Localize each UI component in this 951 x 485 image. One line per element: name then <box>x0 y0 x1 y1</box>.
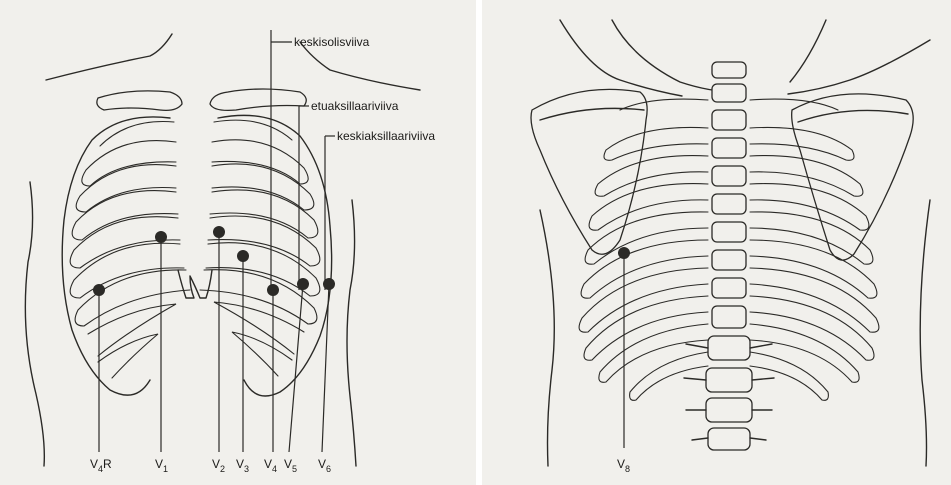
label-v8-sub: 8 <box>625 464 630 474</box>
lead-line-v6 <box>322 284 329 452</box>
back-rib-r7 <box>750 268 879 332</box>
vertebra <box>712 166 746 186</box>
vertebra <box>712 306 746 328</box>
vertebra <box>712 222 746 242</box>
label-v2-sub: 2 <box>220 464 225 474</box>
vertebra <box>712 250 746 270</box>
electrode-v3 <box>237 250 249 262</box>
back-rib-r10 <box>750 352 828 400</box>
label-v8: V8 <box>617 457 630 474</box>
back-body-outline-left <box>540 210 554 466</box>
rib-l9 <box>232 332 292 376</box>
back-rib-l9 <box>599 324 708 382</box>
vertebra <box>712 62 746 78</box>
label-v4-sub: 4 <box>272 464 277 474</box>
mid-axillary-line-label: keskiaksillaariviiva <box>337 129 435 143</box>
label-v4r: V4R <box>90 457 112 474</box>
electrode-v2 <box>213 226 225 238</box>
body-outline-left <box>25 182 44 466</box>
vertebra <box>712 278 746 298</box>
label-v3: V3 <box>236 457 249 474</box>
label-v6-base: V <box>318 457 326 471</box>
electrode-v4 <box>267 284 279 296</box>
label-v5-sub: 5 <box>292 464 297 474</box>
label-v3-sub: 3 <box>244 464 249 474</box>
label-v2: V2 <box>212 457 225 474</box>
back-neck-left <box>612 20 736 92</box>
label-v1-sub: 1 <box>163 464 168 474</box>
body-outline-right <box>347 200 356 466</box>
label-v6-sub: 6 <box>326 464 331 474</box>
left-rib-cage-outline <box>218 115 332 396</box>
back-rib-r9 <box>750 324 859 382</box>
back-left-shoulder <box>560 20 682 96</box>
label-v8-base: V <box>617 457 625 471</box>
midclavicular-line-label: keskisolisviiva <box>294 35 370 49</box>
right-clavicle <box>97 91 182 111</box>
back-rib-l7 <box>579 268 708 332</box>
vertebra <box>708 336 750 360</box>
label-v3-base: V <box>236 457 244 471</box>
rib-l4 <box>210 190 318 238</box>
back-rib-l10 <box>630 352 708 400</box>
left-scapula <box>531 89 647 254</box>
left-clavicle <box>210 89 306 110</box>
back-right-shoulder <box>788 40 930 94</box>
electrode-v4r <box>93 284 105 296</box>
back-rib-l8 <box>584 296 708 360</box>
label-v4: V4 <box>264 457 277 474</box>
back-neck-right <box>790 20 826 82</box>
xiphoid-process <box>178 270 212 298</box>
label-v1: V1 <box>155 457 168 474</box>
rib-r9 <box>98 334 158 378</box>
label-v1-base: V <box>155 457 163 471</box>
rib-l5 <box>208 216 320 266</box>
back-rib-r8 <box>750 296 874 360</box>
rib-l2 <box>212 140 308 184</box>
label-v5-base: V <box>284 457 292 471</box>
label-v4-base: V <box>264 457 272 471</box>
back-drawing <box>531 20 930 466</box>
electrode-v8 <box>618 247 630 259</box>
rib-r2 <box>82 141 176 186</box>
rib-r8 <box>88 304 176 356</box>
electrode-v6 <box>323 278 335 290</box>
label-v4r-suffix: R <box>103 457 112 471</box>
right-neck-outline <box>300 42 420 90</box>
electrode-v1 <box>155 231 167 243</box>
label-v2-base: V <box>212 457 220 471</box>
vertebra <box>706 398 752 422</box>
label-v6: V6 <box>318 457 331 474</box>
vertebra <box>712 194 746 214</box>
right-rib-cage-outline <box>62 117 170 395</box>
left-neck-outline <box>46 34 172 80</box>
vertebra <box>712 110 746 130</box>
rib-l8 <box>214 302 304 354</box>
rib-r7 <box>75 270 190 326</box>
lead-line-v5 <box>289 284 303 452</box>
rib-r3 <box>76 165 176 212</box>
vertebra <box>706 368 752 392</box>
anterior-axillary-line-label: etuaksillaariviiva <box>311 99 399 113</box>
vertebra <box>708 428 750 450</box>
label-v4r-base: V <box>90 457 98 471</box>
electrode-v5 <box>297 278 309 290</box>
back-body-outline-right <box>920 200 930 466</box>
vertebra <box>712 84 746 102</box>
vertebra <box>712 138 746 158</box>
label-v5: V5 <box>284 457 297 474</box>
